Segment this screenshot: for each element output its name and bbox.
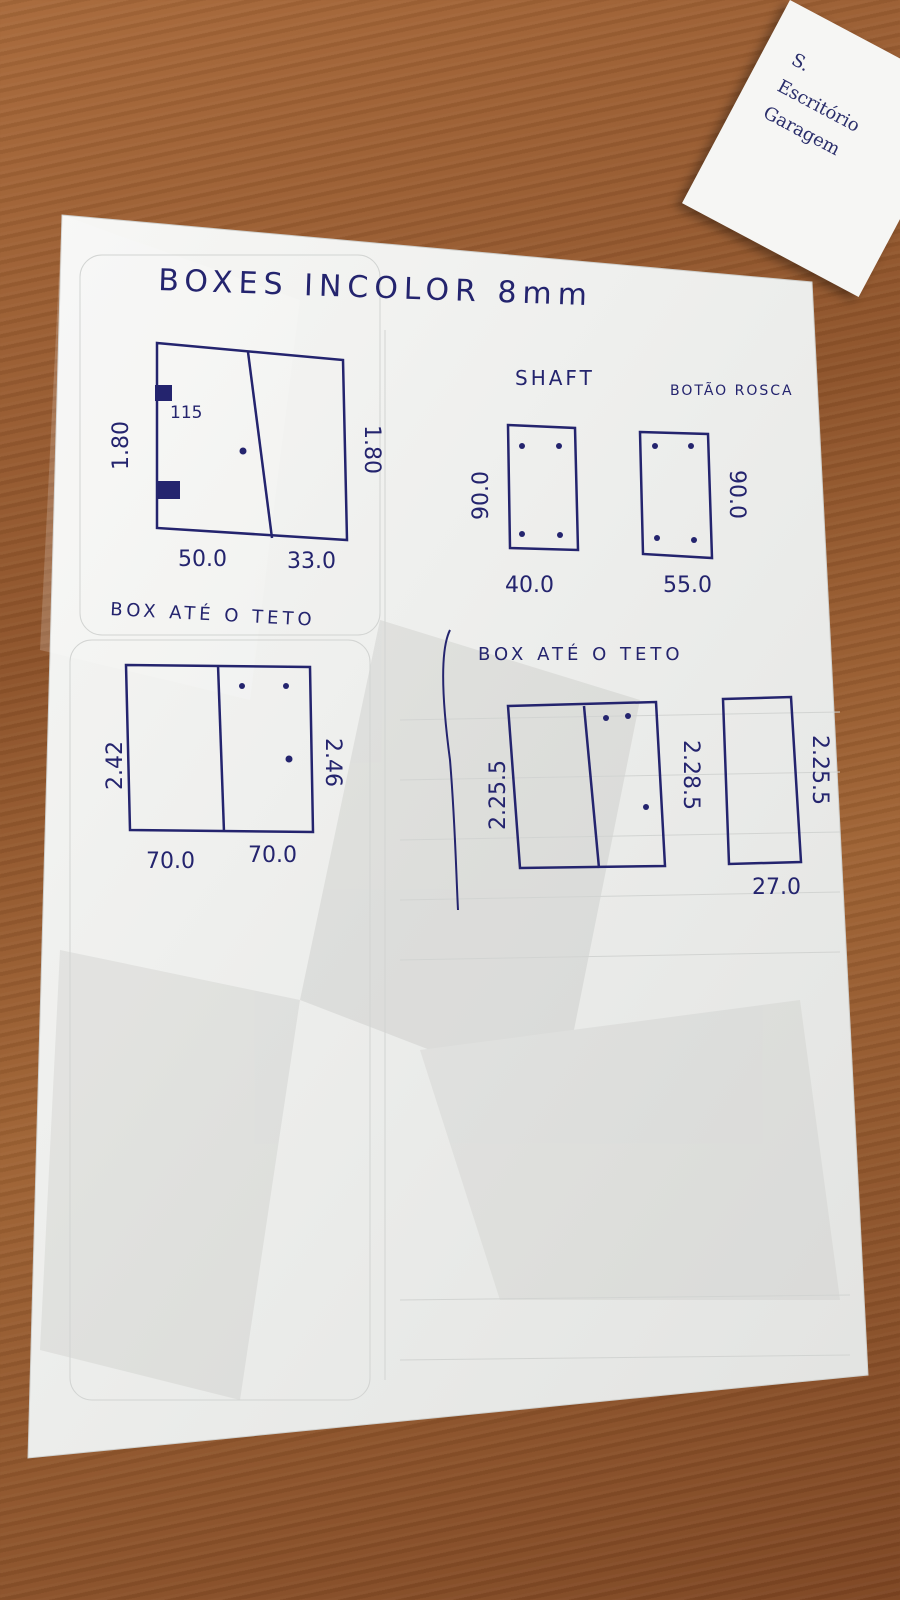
shaft-box bbox=[506, 423, 580, 552]
right-lower-height-left: 2.25.5 bbox=[486, 760, 511, 830]
left-lower-box bbox=[124, 663, 315, 834]
hole-dot bbox=[556, 443, 562, 449]
handle-dot bbox=[285, 755, 293, 763]
left-lower-width-left: 70.0 bbox=[146, 849, 195, 874]
handle-dot bbox=[239, 447, 247, 455]
hole-dot bbox=[688, 443, 694, 449]
hinge-dimension: 115 bbox=[170, 403, 202, 423]
height-label-left: 1.80 bbox=[109, 421, 134, 470]
small-panel-height: 2.25.5 bbox=[807, 735, 832, 805]
left-lower-height-right: 2.46 bbox=[320, 738, 345, 787]
height-label-right: 1.80 bbox=[359, 425, 384, 474]
handle-dot bbox=[643, 804, 649, 810]
right-lower-caption: BOX ATÉ O TETO bbox=[478, 643, 684, 665]
width-label-left: 50.0 bbox=[178, 547, 227, 572]
handle-dot bbox=[239, 683, 245, 689]
hole-dot bbox=[519, 443, 525, 449]
hinge-mark bbox=[155, 385, 172, 401]
top-left-box bbox=[155, 341, 349, 542]
hole-dot bbox=[557, 532, 563, 538]
botao-rosca-height: 90.0 bbox=[724, 470, 749, 519]
shaft-label: SHAFT bbox=[515, 366, 595, 390]
left-lower-width-right: 70.0 bbox=[248, 843, 297, 868]
handle-dot bbox=[603, 715, 609, 721]
hole-dot bbox=[691, 537, 697, 543]
hinge-mark bbox=[158, 481, 180, 499]
shaft-width: 40.0 bbox=[505, 573, 554, 598]
width-label-right: 33.0 bbox=[287, 549, 336, 574]
paper-print-lines bbox=[69, 254, 851, 1401]
hole-dot bbox=[652, 443, 658, 449]
right-lower-box bbox=[506, 700, 667, 870]
hole-dot bbox=[519, 531, 525, 537]
handle-dot bbox=[625, 713, 631, 719]
botao-rosca-box bbox=[638, 430, 714, 560]
brace-line bbox=[442, 629, 459, 911]
handle-dot bbox=[283, 683, 289, 689]
left-lower-height-left: 2.42 bbox=[103, 741, 128, 790]
botao-rosca-width: 55.0 bbox=[663, 573, 712, 598]
right-lower-height-right: 2.28.5 bbox=[678, 740, 703, 810]
botao-rosca-label: BOTÃO ROSCA bbox=[670, 382, 794, 399]
small-panel-box bbox=[721, 695, 803, 866]
shaft-height: 90.0 bbox=[469, 471, 494, 520]
paper-shape bbox=[27, 214, 869, 1459]
small-panel-width: 27.0 bbox=[752, 875, 801, 900]
hole-dot bbox=[654, 535, 660, 541]
